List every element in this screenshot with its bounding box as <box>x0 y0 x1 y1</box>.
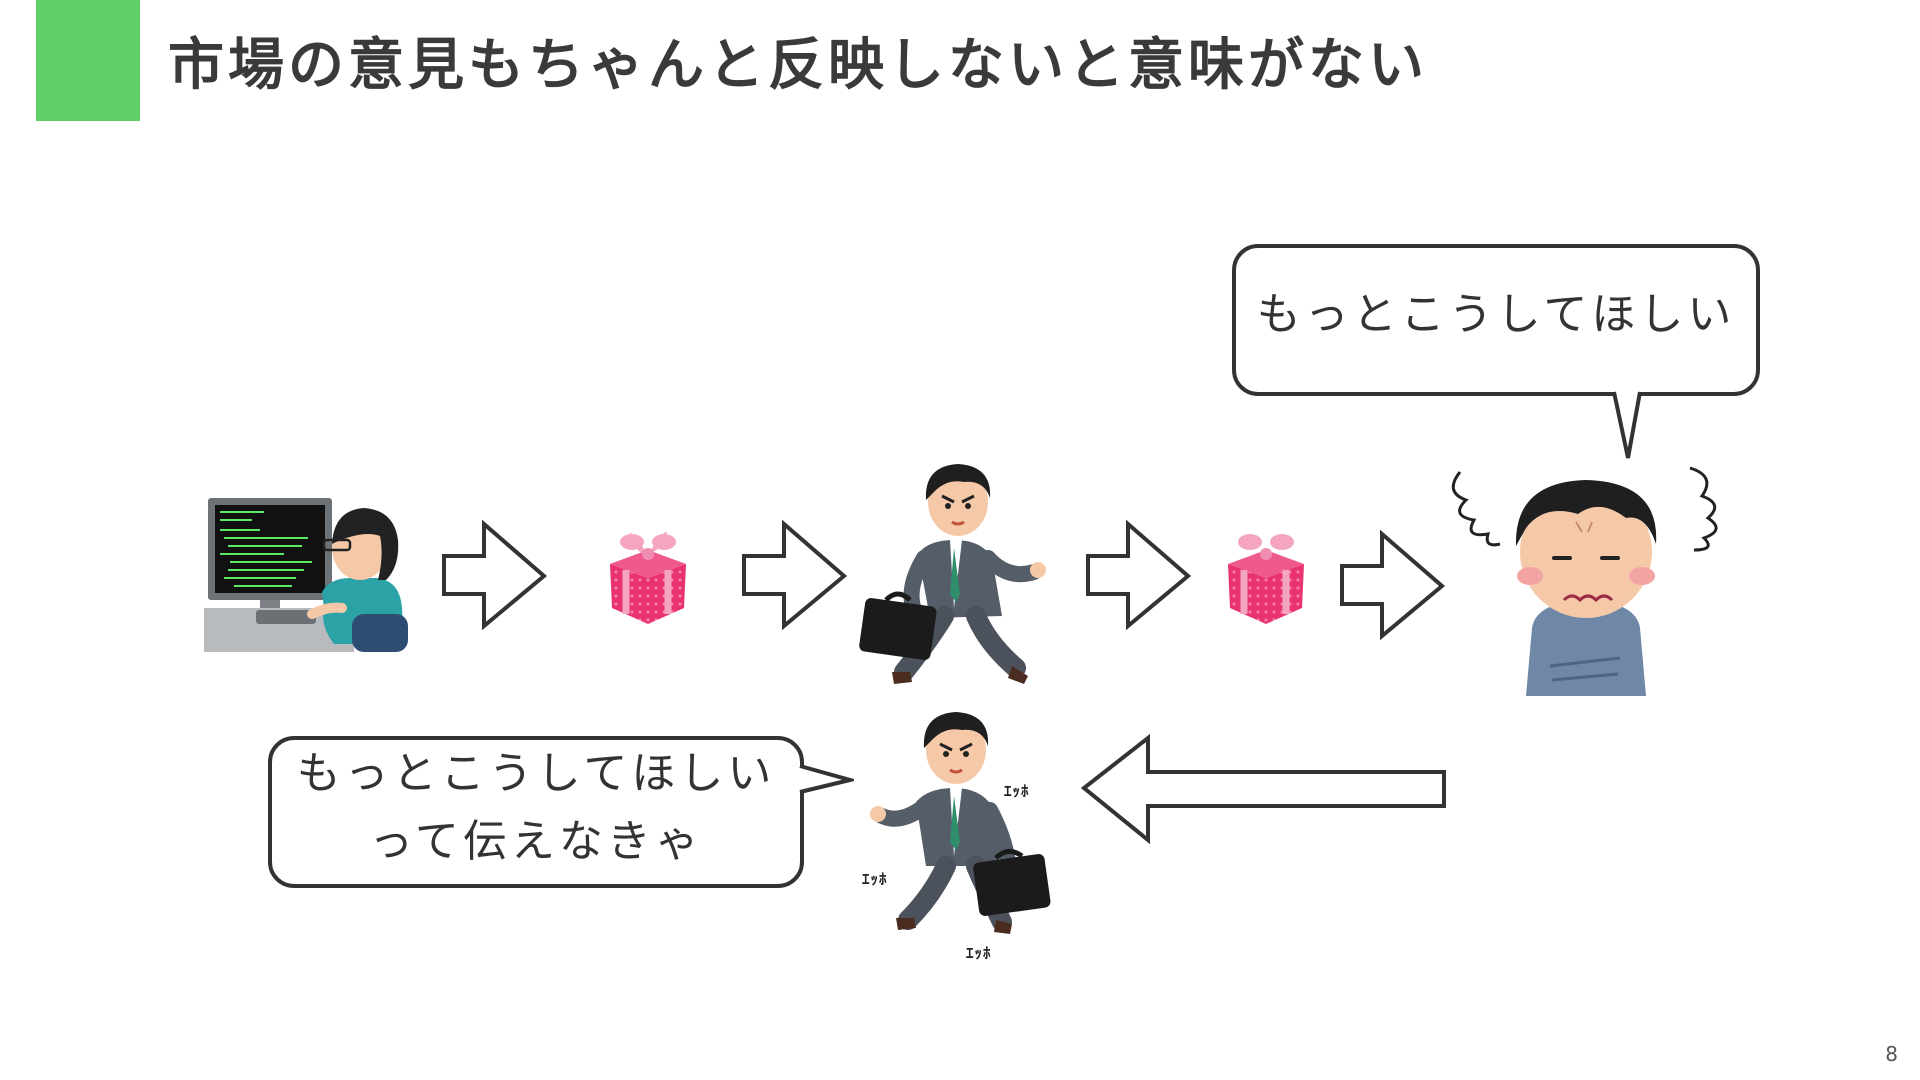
right-arrow-icon <box>1086 520 1192 630</box>
salesperson-speech-line1: もっとこうしてほしい <box>296 748 776 799</box>
gift-box-icon <box>1228 534 1304 624</box>
effort-sound-text: ｴｯﾎ <box>862 870 888 888</box>
running-salesperson-icon <box>859 464 1046 684</box>
right-arrow-icon <box>442 520 548 630</box>
customer-speech-bubble-tail <box>1612 391 1642 459</box>
troubled-customer-icon <box>1451 466 1718 696</box>
effort-sound-text: ｴｯﾎ <box>966 944 992 962</box>
customer-speech-bubble: もっとこうしてほしい <box>1232 244 1760 396</box>
title-accent-block <box>36 0 140 121</box>
page-number: 8 <box>1885 1042 1898 1066</box>
customer-speech-text: もっとこうしてほしい <box>1256 289 1736 340</box>
effort-sound-text: ｴｯﾎ <box>1004 782 1030 800</box>
right-arrow-icon <box>742 520 848 630</box>
developer-at-computer-icon <box>204 498 408 652</box>
left-arrow-icon <box>1080 733 1446 845</box>
gift-box-icon <box>610 531 686 624</box>
salesperson-speech-bubble-tail <box>799 764 854 794</box>
slide-title: 市場の意見もちゃんと反映しないと意味がない <box>168 33 1428 98</box>
salesperson-speech-bubble: もっとこうしてほしい って伝えなきゃ <box>268 736 804 888</box>
running-salesperson-icon <box>870 712 1051 934</box>
salesperson-speech-line2: って伝えなきゃ <box>369 816 703 868</box>
right-arrow-icon <box>1340 530 1446 640</box>
